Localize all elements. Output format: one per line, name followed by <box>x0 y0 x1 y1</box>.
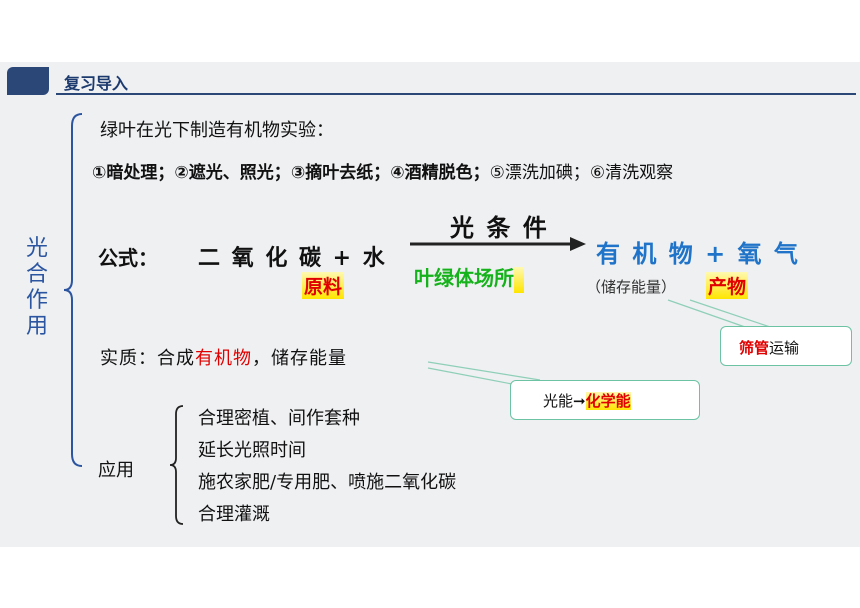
product-label: 产物 <box>706 272 749 299</box>
essence-highlight: 有机物 <box>195 348 252 369</box>
energy-note: （储存能量） <box>586 278 677 296</box>
energy-part2: 化学能 <box>585 392 631 410</box>
experiment-step: ⑥清洗观察 <box>589 163 674 183</box>
raw-material-label: 原料 <box>302 272 345 299</box>
application-label: 应用 <box>98 460 134 481</box>
essence-prefix: 实质：合成 <box>100 348 195 369</box>
application-item: 合理灌溉 <box>198 504 270 525</box>
formula-condition: 光 条 件 <box>450 213 549 242</box>
formula-label: 公式： <box>98 246 158 270</box>
site-label: 叶绿体场所 <box>414 262 524 293</box>
transport-part1: 筛管 <box>739 339 770 357</box>
topic-char: 合 <box>25 262 48 287</box>
experiment-step: ④酒精脱色； <box>390 163 490 183</box>
experiment-step: ②遮光、照光； <box>174 163 291 183</box>
topic-char: 作 <box>25 288 48 313</box>
experiment-title: 绿叶在光下制造有机物实验： <box>100 120 334 141</box>
topic-vertical: 光 合 作 用 <box>24 236 50 340</box>
transport-part2: 运输 <box>769 339 800 357</box>
experiment-step: ①暗处理； <box>92 163 175 183</box>
reaction-arrow-icon <box>410 237 586 251</box>
header-tab-decoration <box>7 67 49 95</box>
site-highlight <box>514 266 524 293</box>
transport-text: 筛管运输 <box>739 337 799 358</box>
topic-char: 用 <box>25 314 48 339</box>
experiment-step: ⑤漂洗加碘； <box>489 163 590 183</box>
topic-char: 光 <box>25 236 48 261</box>
energy-text: 光能➞化学能 <box>543 390 631 411</box>
application-item: 合理密植、间作套种 <box>198 408 360 429</box>
transport-callout: 筛管运输 <box>720 326 852 366</box>
page-title: 复习导入 <box>64 74 129 93</box>
site-text: 叶绿体场所 <box>414 266 514 290</box>
energy-part1: 光能➞ <box>543 392 586 410</box>
slide-background <box>0 62 860 547</box>
application-brace-icon <box>169 405 184 525</box>
formula-products: 有 机 物 + 氧 气 <box>596 240 800 268</box>
experiment-step: ③摘叶去纸； <box>290 163 391 183</box>
formula-reactants: 二 氧 化 碳 + 水 <box>198 245 387 271</box>
application-item: 延长光照时间 <box>198 440 306 461</box>
main-brace-icon <box>63 113 83 467</box>
experiment-steps: ①暗处理；②遮光、照光；③摘叶去纸；④酒精脱色；⑤漂洗加碘；⑥清洗观察 <box>92 158 673 183</box>
application-item: 施农家肥/专用肥、喷施二氧化碳 <box>198 472 457 493</box>
essence-suffix: ，储存能量 <box>252 348 347 369</box>
energy-callout: 光能➞化学能 <box>510 380 700 420</box>
essence-line: 实质：合成有机物，储存能量 <box>100 344 347 370</box>
header-underline <box>56 93 856 95</box>
